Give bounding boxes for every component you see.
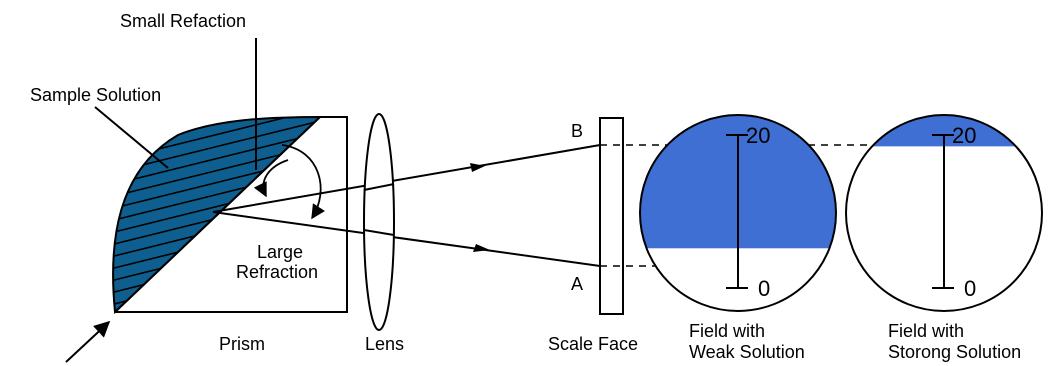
ray-to-a bbox=[212, 211, 601, 267]
small-refraction-label: Small Refaction bbox=[120, 11, 246, 31]
large-refraction-label-line2: Refraction bbox=[236, 262, 318, 282]
point-b-label: B bbox=[571, 121, 583, 141]
weak-solution-field bbox=[639, 114, 837, 312]
point-a-label: A bbox=[571, 274, 583, 294]
ray-to-b bbox=[212, 144, 601, 213]
sample-solution-pointer bbox=[94, 106, 169, 169]
weak-scale-bottom-label: 0 bbox=[758, 276, 770, 301]
large-refraction-angle-arc bbox=[281, 144, 326, 220]
prism-label: Prism bbox=[219, 334, 265, 354]
strong-scale-bottom-label: 0 bbox=[964, 276, 976, 301]
scale-face bbox=[599, 117, 624, 315]
incoming-light-arrow bbox=[65, 320, 111, 363]
strong-field-label-line2: Storong Solution bbox=[888, 342, 1021, 362]
weak-scale-top-label: 20 bbox=[746, 123, 770, 148]
sample-solution-label: Sample Solution bbox=[30, 85, 161, 105]
ray-lower-through-lens bbox=[363, 229, 395, 236]
scale-face-label: Scale Face bbox=[548, 334, 638, 354]
ray-upper-through-lens bbox=[363, 183, 395, 191]
lens-label: Lens bbox=[365, 334, 404, 354]
ray-arrow-lower bbox=[473, 244, 490, 252]
lens bbox=[363, 113, 395, 331]
strong-scale-top-label: 20 bbox=[952, 123, 976, 148]
small-refraction-angle-arc bbox=[253, 159, 289, 198]
strong-field-label-line1: Field with bbox=[888, 321, 964, 341]
ray-arrow-upper bbox=[470, 163, 485, 172]
prism-outline bbox=[115, 116, 348, 313]
strong-solution-field bbox=[845, 114, 1043, 312]
prism-interface-line bbox=[114, 116, 321, 313]
weak-field-label-line2: Weak Solution bbox=[689, 342, 805, 362]
weak-field-label-line1: Field with bbox=[689, 321, 765, 341]
large-refraction-label-line1: Large bbox=[257, 242, 303, 262]
